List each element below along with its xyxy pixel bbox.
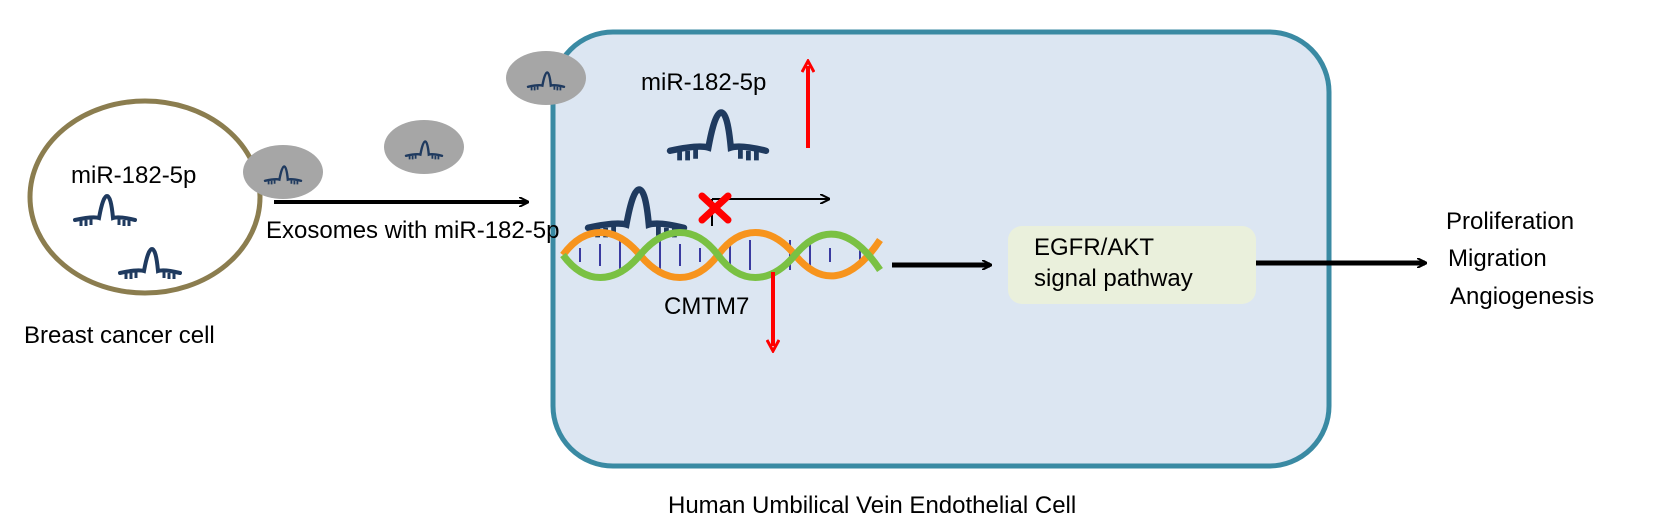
outcome-angiogenesis: Angiogenesis	[1450, 283, 1595, 310]
inhibition-x-icon	[698, 192, 732, 224]
huvec-cell-body	[550, 29, 1332, 469]
target-gene-label: CMTM7	[664, 293, 750, 320]
outcome-migration: Migration	[1448, 245, 1547, 272]
breast-cancer-mirna-label: miR-182-5p	[71, 162, 197, 189]
pathway-label-line2: signal pathway	[1034, 265, 1193, 292]
breast-cancer-cell-label: Breast cancer cell	[24, 322, 215, 349]
pathway-box: EGFR/AKT signal pathway	[1008, 226, 1256, 304]
exosome-icon	[506, 51, 586, 105]
outcome-proliferation: Proliferation	[1446, 208, 1575, 235]
dna-helix-icon	[560, 229, 883, 281]
huvec-mirna-label: miR-182-5p	[641, 69, 767, 96]
exosome-icon	[243, 145, 323, 199]
exosomes-label: Exosomes with miR-182-5p	[266, 217, 560, 244]
exosome-icon	[384, 120, 464, 174]
huvec-cell-label: Human Umbilical Vein Endothelial Cell	[668, 492, 1077, 519]
pathway-label-line1: EGFR/AKT	[1034, 234, 1155, 261]
breast-cancer-cell-body	[27, 98, 263, 296]
